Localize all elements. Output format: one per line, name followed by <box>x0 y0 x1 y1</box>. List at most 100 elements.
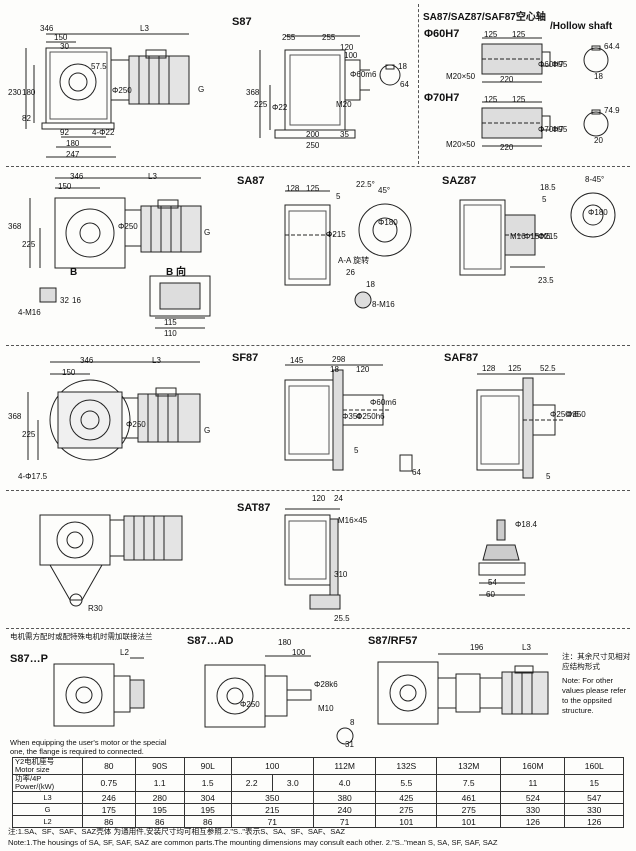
dim-label: 368 <box>8 222 22 231</box>
dim-label: Φ250h6 <box>550 410 579 419</box>
row-header: Y2电机座号 Motor size <box>12 757 83 775</box>
section-divider <box>418 4 419 164</box>
saz87-drawing <box>450 185 625 295</box>
dim-label: 125 <box>512 95 526 104</box>
dim-label: G <box>204 228 211 237</box>
dim-label: Φ350 <box>566 410 586 419</box>
section-divider <box>6 345 630 346</box>
table-cell: 90L <box>183 757 232 775</box>
footnote-en: Note:1.The housings of SA, SF, SAF, SAZ … <box>8 838 498 847</box>
table-cell: 380 <box>312 791 377 804</box>
dim-label: 115 <box>164 318 177 327</box>
s87-side-view-drawing <box>240 30 415 150</box>
table-cell: 547 <box>564 791 624 804</box>
table-cell: 71 <box>230 815 314 828</box>
dim-label: G <box>198 85 205 94</box>
table-row: 功率/4P Power/(kW) 0.75 1.1 1.5 2.2 3.0 4.… <box>12 774 624 792</box>
dim-label: 4-Φ17.5 <box>18 472 48 481</box>
dim-label: 5 <box>336 192 341 201</box>
dim-label: 25.5 <box>334 614 350 623</box>
table-cell: 11 <box>500 774 566 792</box>
table-cell: 461 <box>436 791 502 804</box>
sa87-title: SA87 <box>237 175 265 187</box>
dim-label: Φ95 <box>552 60 568 69</box>
s87p-caption-en-2: one, the flange is required to connected… <box>10 747 144 756</box>
dim-label: 18 <box>398 62 407 71</box>
s87rf57-drawing <box>370 648 555 738</box>
hollow-shaft-title: SA87/SAZ87/SAF87空心轴 <box>423 12 546 23</box>
saf87-title: SAF87 <box>444 352 479 364</box>
dim-label: 125 <box>484 30 498 39</box>
table-cell: 246 <box>82 791 136 804</box>
dim-label: Φ150f6 <box>524 232 551 241</box>
table-cell: 195 <box>183 803 232 816</box>
dim-label: 220 <box>500 75 514 84</box>
saf87-drawing <box>465 370 625 480</box>
s87rf57-title: S87/RF57 <box>368 635 418 647</box>
s87p-l2-label: L2 <box>120 648 129 657</box>
dim-label: 220 <box>500 143 514 152</box>
sf87-title: SF87 <box>232 352 259 364</box>
dim-label: 64.4 <box>604 42 620 51</box>
dim-label: 35 <box>340 130 349 139</box>
dim-label: L3 <box>148 172 157 181</box>
dim-label: 31 <box>345 740 354 749</box>
sat87-title: SAT87 <box>237 502 271 514</box>
dim-label: 310 <box>334 570 348 579</box>
dim-label: 150 <box>58 182 72 191</box>
table-cell: 126 <box>500 815 566 828</box>
table-cell: 175 <box>82 803 136 816</box>
table-cell: 1.1 <box>134 774 185 792</box>
dim-label: 125 <box>306 184 320 193</box>
table-cell: 215 <box>230 803 314 816</box>
table-cell: 101 <box>436 815 502 828</box>
s87ad-title: S87…AD <box>187 635 234 647</box>
dim-label: 100 <box>292 648 306 657</box>
dim-label: Φ70H7 <box>538 125 564 134</box>
table-cell: 90S <box>134 757 185 775</box>
dim-label: Φ180 <box>378 218 398 227</box>
bore-70-title: Φ70H7 <box>424 92 460 104</box>
dim-label: Φ60H7 <box>538 60 564 69</box>
table-cell: 240 <box>312 803 377 816</box>
sf87-front-view-drawing <box>10 350 225 485</box>
dim-label: L3 <box>140 24 149 33</box>
side-note-cn: 注：其余尺寸见相对应结构形式 <box>562 652 631 671</box>
table-cell: 160L <box>564 757 624 775</box>
section-aa-label: A-A 旋转 <box>338 256 370 265</box>
table-cell: 304 <box>183 791 232 804</box>
table-cell: 4.0 <box>312 774 377 792</box>
dim-label: 64 <box>412 468 421 477</box>
dim-label: 346 <box>70 172 84 181</box>
dim-label: M16 <box>510 232 526 241</box>
dim-label: 346 <box>80 356 94 365</box>
dim-label: 32 <box>60 296 69 305</box>
dim-label: 22.5° <box>356 180 375 189</box>
dim-label: 125 <box>512 30 526 39</box>
s87ad-drawing <box>195 650 360 750</box>
dim-label: R30 <box>88 604 103 613</box>
dim-label: 8-M16 <box>372 300 395 309</box>
dim-label: 74.9 <box>604 106 620 115</box>
table-cell: 132M <box>436 757 502 775</box>
dim-label: Φ215 <box>326 230 346 239</box>
hollow-shaft-60-drawing <box>470 30 620 90</box>
dim-label: Φ250 <box>118 222 138 231</box>
dim-label: Φ60m6 <box>350 70 377 79</box>
dim-label: 4-M16 <box>18 308 41 317</box>
table-cell: 5.5 <box>375 774 438 792</box>
dim-label: 52.5 <box>540 364 556 373</box>
table-cell: 425 <box>375 791 438 804</box>
table-cell: 275 <box>436 803 502 816</box>
dim-label: 64 <box>400 80 409 89</box>
s87p-caption-cn: 电机需方配时或配特殊电机时需加联接法兰 <box>10 632 153 641</box>
saz87-title: SAZ87 <box>442 175 477 187</box>
side-note: 注：其余尺寸见相对应结构形式 Note: For other values pl… <box>562 652 632 716</box>
dim-label: 180 <box>22 88 36 97</box>
dim-label: 247 <box>66 150 80 159</box>
table-row: G 175 195 195 215 240 275 275 330 330 <box>12 803 624 816</box>
table-cell: 101 <box>375 815 438 828</box>
table-row: Y2电机座号 Motor size 80 90S 90L 100 112M 13… <box>12 757 624 775</box>
dim-label: 225 <box>22 430 36 439</box>
sat87-front-view-drawing <box>20 500 220 615</box>
